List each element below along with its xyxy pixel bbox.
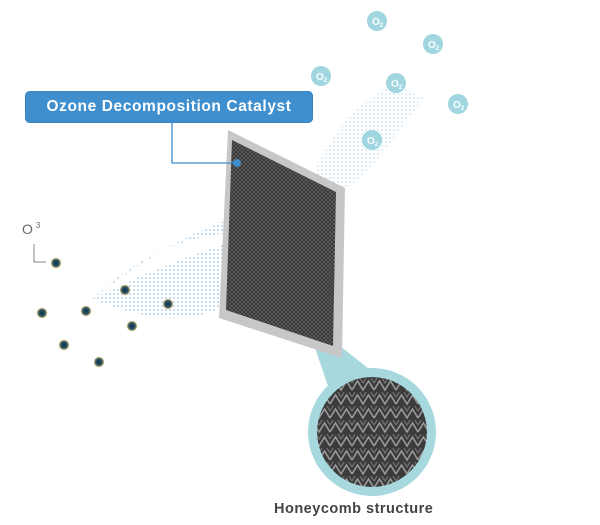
airflow-in-ribbon [92,205,300,318]
ozone-molecule-icon [80,305,92,317]
honeycomb-caption: Honeycomb structure [274,501,434,517]
ozone-label-superscript: 3 [35,221,42,230]
catalyst-panel [219,130,345,358]
svg-text:O2: O2 [372,17,384,29]
ozone-molecule-icon [36,307,48,319]
ozone-molecule-icon [93,356,105,368]
airflow-out-ribbon [300,82,425,205]
svg-text:O2: O2 [367,136,379,148]
ozone-molecule-icon [119,284,131,296]
svg-text:O2: O2 [391,79,403,91]
ozone-molecule-icon [50,257,62,269]
ozone-label-base: O [22,221,34,237]
callout-leader-line [171,123,236,164]
catalyst-callout-label: Ozone Decomposition Catalyst [25,91,313,123]
oxygen-molecules: O2 O2 O2 O2 O2 O2 [311,11,468,150]
ozone-molecule-icon [58,339,70,351]
svg-text:O2: O2 [453,100,465,112]
ozone-molecule-icon [126,320,138,332]
honeycomb-magnifier-icon [308,368,436,496]
callout-pointer-dot [233,159,241,167]
oxygen-molecule-icon: O2 [311,66,331,86]
oxygen-molecule-icon: O2 [362,130,382,150]
ozone-molecule-icon [162,298,174,310]
svg-text:O2: O2 [316,72,328,84]
ozone-label-bracket [33,244,46,263]
svg-text:O2: O2 [428,40,440,52]
oxygen-molecule-icon: O2 [386,73,406,93]
oxygen-molecule-icon: O2 [448,94,468,114]
oxygen-molecule-icon: O2 [423,34,443,54]
ozone-molecules [36,257,174,368]
oxygen-molecule-icon: O2 [367,11,387,31]
